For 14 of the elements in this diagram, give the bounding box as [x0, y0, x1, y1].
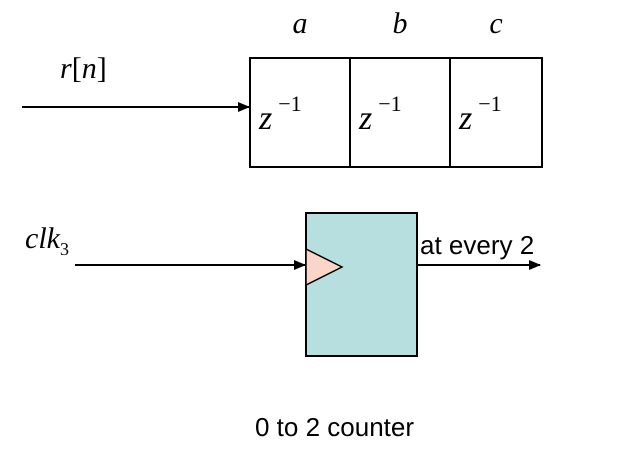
- delay-label: z$^{−1}$: [359, 91, 402, 138]
- delay-label: z$^{−1}$: [459, 91, 502, 138]
- delay-label: z$^{−1}$: [259, 91, 302, 138]
- register-heading: b: [392, 7, 408, 41]
- edge-label: r[n]: [60, 52, 107, 86]
- edge-label: clk$_{3}$: [25, 222, 69, 260]
- arrow: [22, 102, 250, 112]
- register-heading: c: [488, 7, 504, 41]
- arrow: [75, 260, 306, 270]
- arrow: [418, 260, 541, 270]
- counter-box: [305, 212, 418, 357]
- edge-label: at every 2: [420, 230, 534, 261]
- node-label: 0 to 2 counter: [255, 412, 414, 443]
- register-heading: a: [292, 7, 308, 41]
